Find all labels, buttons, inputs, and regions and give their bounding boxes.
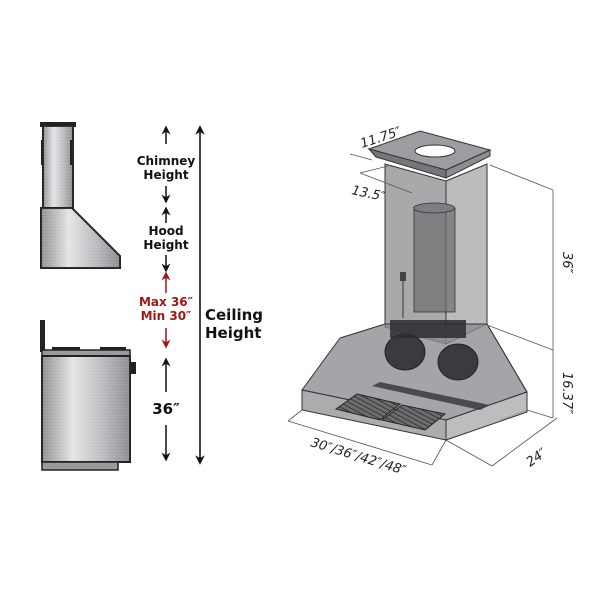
counter-height-label: 36″ [152, 400, 180, 418]
hood-height-dimension-label: 16.37″ [559, 372, 574, 414]
isometric-hood-drawing [301, 130, 528, 441]
hood-width-options-label: 30″/36″/42″/48″ [309, 435, 408, 478]
chimney-width-label: 13.5″ [350, 183, 386, 205]
side-view-hood-drawing [40, 122, 121, 269]
chimney-label-line2: Height [143, 168, 188, 182]
hood-label-line1: Hood [148, 224, 183, 238]
ceiling-label-line1: Ceiling [205, 306, 263, 324]
hood-depth-label: 24″ [524, 446, 550, 471]
hood-height-annotation: Hood Height [143, 206, 189, 273]
mounting-gap-annotation: Max 36″ Min 30″ [139, 271, 194, 349]
gap-min-label: Min 30″ [141, 309, 192, 323]
chimney-height-dimension-label: 36″ [559, 252, 574, 274]
isometric-dimension-lines [287, 153, 558, 467]
side-view-range-drawing [40, 320, 136, 471]
ceiling-height-annotation: Ceiling Height [195, 125, 263, 465]
ceiling-label-line2: Height [205, 324, 261, 342]
gap-max-label: Max 36″ [139, 295, 194, 309]
chimney-height-annotation: Chimney Height [137, 125, 196, 204]
chimney-label-line1: Chimney [137, 154, 196, 168]
hood-label-line2: Height [143, 238, 188, 252]
counter-height-annotation: 36″ [152, 357, 180, 462]
